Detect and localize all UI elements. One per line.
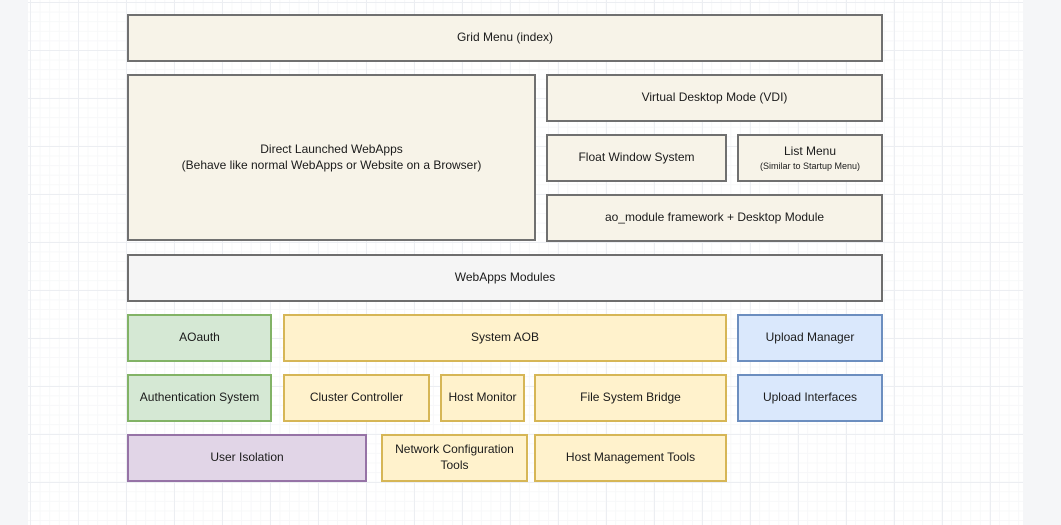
node-user-isolation: User Isolation	[127, 434, 367, 482]
node-sublabel: (Behave like normal WebApps or Website o…	[182, 158, 482, 174]
node-label: Authentication System	[140, 390, 259, 406]
node-label: List Menu	[784, 144, 836, 160]
node-label: Direct Launched WebApps	[260, 142, 403, 158]
node-aoauth: AOauth	[127, 314, 272, 362]
node-upload-manager: Upload Manager	[737, 314, 883, 362]
node-system-aob: System AOB	[283, 314, 727, 362]
node-host-management-tools: Host Management Tools	[534, 434, 727, 482]
node-label: Float Window System	[578, 150, 694, 166]
node-label: Host Management Tools	[566, 450, 695, 466]
node-label: Network Configuration Tools	[387, 442, 522, 473]
node-list-menu: List Menu (Similar to Startup Menu)	[737, 134, 883, 182]
node-webapps-modules: WebApps Modules	[127, 254, 883, 302]
node-label: System AOB	[471, 330, 539, 346]
node-file-system-bridge: File System Bridge	[534, 374, 727, 422]
node-label: ao_module framework + Desktop Module	[605, 210, 824, 226]
node-label: Cluster Controller	[310, 390, 403, 406]
node-label: Upload Interfaces	[763, 390, 857, 406]
node-label: Host Monitor	[448, 390, 516, 406]
node-host-monitor: Host Monitor	[440, 374, 525, 422]
node-authentication-system: Authentication System	[127, 374, 272, 422]
node-grid-menu: Grid Menu (index)	[127, 14, 883, 62]
node-label: AOauth	[179, 330, 220, 346]
node-label: Grid Menu (index)	[457, 30, 553, 46]
node-label: WebApps Modules	[455, 270, 556, 286]
node-upload-interfaces: Upload Interfaces	[737, 374, 883, 422]
node-virtual-desktop-mode: Virtual Desktop Mode (VDI)	[546, 74, 883, 122]
node-label: Virtual Desktop Mode (VDI)	[642, 90, 788, 106]
node-sublabel: (Similar to Startup Menu)	[760, 160, 860, 173]
node-ao-module-framework: ao_module framework + Desktop Module	[546, 194, 883, 242]
node-cluster-controller: Cluster Controller	[283, 374, 430, 422]
node-label: User Isolation	[210, 450, 283, 466]
node-label: Upload Manager	[766, 330, 855, 346]
node-label: File System Bridge	[580, 390, 681, 406]
node-float-window-system: Float Window System	[546, 134, 727, 182]
node-network-configuration-tools: Network Configuration Tools	[381, 434, 528, 482]
node-direct-launched-webapps: Direct Launched WebApps (Behave like nor…	[127, 74, 536, 241]
